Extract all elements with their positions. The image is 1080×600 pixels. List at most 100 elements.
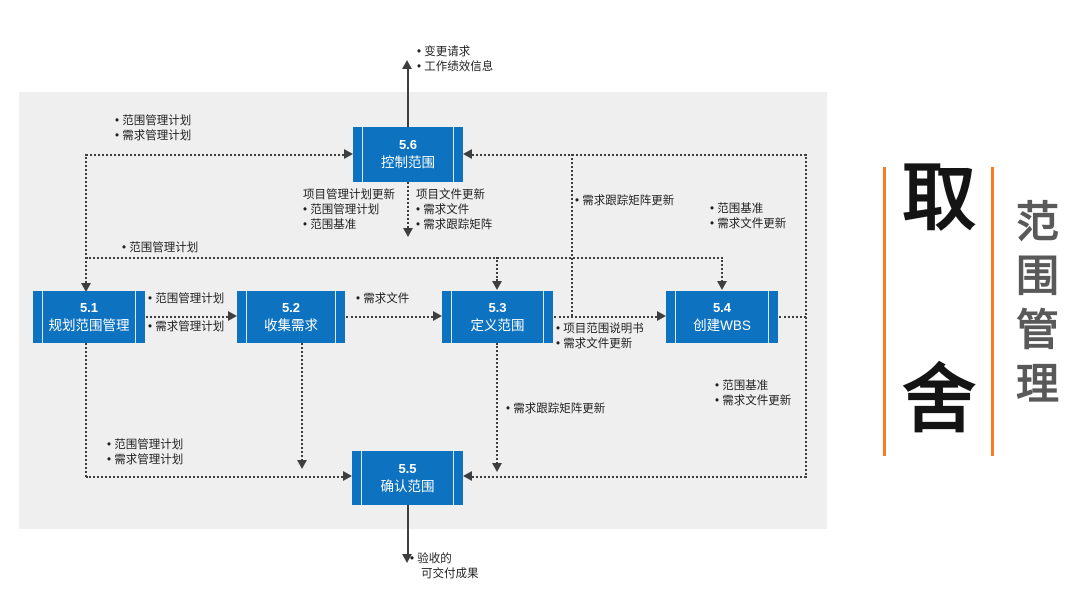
subtitle-scope-management: 范 围 管 理 xyxy=(1016,202,1059,407)
label-line: • 范围管理计划 xyxy=(303,204,380,216)
title-char-give-up: 舍 xyxy=(902,360,976,442)
label-55-outputs-down: • 验收的 可交付成果 xyxy=(410,552,479,582)
label-line: • 范围基准 xyxy=(303,219,357,231)
arrowhead-into-54 xyxy=(657,311,666,321)
node-5-4-create-wbs: 5.4 创建WBS xyxy=(666,291,778,343)
arrowhead-into-56-right xyxy=(463,149,472,159)
label-line: 项目文件更新 xyxy=(416,189,485,201)
label-line: • 需求管理计划 xyxy=(107,454,184,466)
label-line: • 需求文件 xyxy=(356,293,410,305)
label-line: • 需求文件 xyxy=(416,204,470,216)
label-line: • 验收的 xyxy=(410,553,452,565)
flow-line-top-right xyxy=(472,154,806,156)
node-stripe xyxy=(451,291,452,343)
label-line: • 需求管理计划 xyxy=(148,321,225,333)
flow-line-left-lower xyxy=(85,343,87,477)
label-line: • 需求文件更新 xyxy=(710,218,787,230)
label-line: 可交付成果 xyxy=(421,568,479,580)
label-line: • 工作绩效信息 xyxy=(417,61,494,73)
label-line: • 需求跟踪矩阵 xyxy=(416,219,493,231)
node-5-2-collect-requirements: 5.2 收集需求 xyxy=(237,291,345,343)
flow-line-bottom-left xyxy=(86,476,343,478)
node-stripe xyxy=(335,291,336,343)
arrowhead-into-51-top xyxy=(81,283,91,292)
label-line: • 需求跟踪矩阵更新 xyxy=(575,195,675,207)
subtitle-char: 围 xyxy=(1016,253,1059,301)
flow-line-51-to-52 xyxy=(146,316,228,318)
flow-line-rtm-vertical xyxy=(571,154,573,316)
label-line: • 需求跟踪矩阵更新 xyxy=(506,403,606,415)
label-line: 项目管理计划更新 xyxy=(303,189,395,201)
node-name: 创建WBS xyxy=(693,317,751,333)
arrowhead-into-54-top xyxy=(717,281,727,290)
orange-divider-right xyxy=(991,167,994,456)
label-doc-updates: 项目文件更新 • 需求文件 • 需求跟踪矩阵 xyxy=(416,188,492,233)
arrowhead-into-53-top xyxy=(492,281,502,290)
node-stripe xyxy=(675,291,676,343)
label-rtm-update-bottom: • 需求跟踪矩阵更新 xyxy=(506,402,605,417)
label-52-53-req-doc: • 需求文件 xyxy=(356,292,409,307)
flow-line-top-left xyxy=(86,154,344,156)
flow-line-53-to-54 xyxy=(554,316,657,318)
label-pm-plan-updates: 项目管理计划更新 • 范围管理计划 • 范围基准 xyxy=(303,188,395,233)
subtitle-char: 管 xyxy=(1016,307,1059,355)
label-line: • 范围管理计划 xyxy=(107,439,184,451)
label-51-52-top: • 范围管理计划 xyxy=(148,292,224,307)
flow-line-mid-bus xyxy=(86,257,723,259)
subtitle-char: 理 xyxy=(1016,361,1059,409)
node-stripe xyxy=(246,291,247,343)
flow-line-from-52-bottom xyxy=(301,343,303,461)
label-line: • 需求管理计划 xyxy=(115,130,192,142)
node-5-3-define-scope: 5.3 定义范围 xyxy=(442,291,553,343)
flow-line-into-53-top xyxy=(496,257,498,281)
arrowhead-into-53 xyxy=(433,311,442,321)
node-name: 收集需求 xyxy=(264,317,318,333)
arrowhead-56-outputs-down xyxy=(403,228,413,237)
node-5-1-plan-scope-management: 5.1 规划范围管理 xyxy=(33,291,145,343)
label-56-outputs-up: • 变更请求 • 工作绩效信息 xyxy=(417,45,493,75)
arrowhead-55-output-down xyxy=(402,554,412,563)
node-number: 5.5 xyxy=(398,460,417,476)
label-line: • 变更请求 xyxy=(417,46,471,58)
label-line: • 范围管理计划 xyxy=(122,242,199,254)
arrowhead-53-drop xyxy=(492,463,502,472)
output-line-55-down xyxy=(407,505,409,555)
flow-line-from-54-right xyxy=(779,316,806,318)
label-line: • 范围基准 xyxy=(710,203,764,215)
subtitle-char: 范 xyxy=(1016,199,1059,247)
flow-line-into-54-top xyxy=(721,257,723,282)
node-stripe xyxy=(543,291,544,343)
title-char-take: 取 xyxy=(902,158,976,240)
node-name: 规划范围管理 xyxy=(48,317,130,333)
node-number: 5.3 xyxy=(488,299,507,315)
label-rtm-update-top: • 需求跟踪矩阵更新 xyxy=(575,194,674,209)
label-inputs-to-56: • 范围管理计划 • 需求管理计划 xyxy=(115,114,191,144)
label-baseline-top: • 范围基准 • 需求文件更新 xyxy=(710,202,786,232)
label-line: • 范围管理计划 xyxy=(115,115,192,127)
flow-line-52-to-53 xyxy=(346,316,433,318)
flow-line-right-bus xyxy=(805,154,807,478)
node-name: 确认范围 xyxy=(380,478,435,494)
label-line: • 需求文件更新 xyxy=(715,395,792,407)
node-number: 5.2 xyxy=(281,299,301,315)
node-stripe xyxy=(362,127,363,182)
node-name: 控制范围 xyxy=(381,155,435,171)
node-stripe xyxy=(135,291,136,343)
node-stripe xyxy=(42,291,43,343)
arrowhead-into-55-left xyxy=(343,471,352,481)
node-name: 定义范围 xyxy=(470,317,525,333)
arrowhead-into-56-left xyxy=(344,149,353,159)
label-baseline-bottom: • 范围基准 • 需求文件更新 xyxy=(715,379,791,409)
flow-line-from-56-bottom xyxy=(407,182,409,228)
node-stripe xyxy=(768,291,769,343)
node-number: 5.1 xyxy=(79,299,99,315)
flow-line-bottom-right xyxy=(472,476,806,478)
node-stripe xyxy=(453,451,454,505)
node-5-5-validate-scope: 5.5 确认范围 xyxy=(352,451,463,505)
flow-line-left-upper xyxy=(85,154,87,283)
orange-divider-left xyxy=(883,167,886,456)
label-inputs-to-55: • 范围管理计划 • 需求管理计划 xyxy=(107,438,183,468)
arrowhead-into-55-right xyxy=(463,471,472,481)
node-5-6-control-scope: 5.6 控制范围 xyxy=(353,127,463,182)
